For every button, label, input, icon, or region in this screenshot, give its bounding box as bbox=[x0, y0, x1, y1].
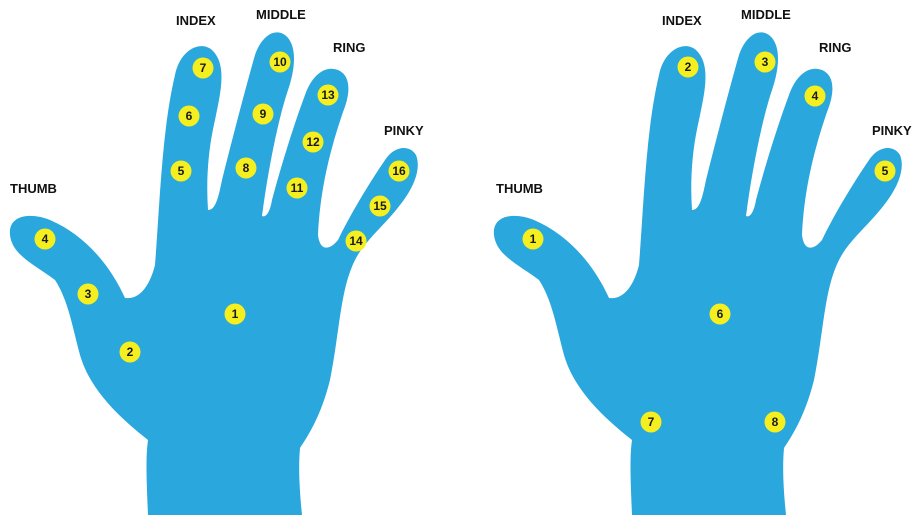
right-label-ring: RING bbox=[819, 40, 852, 55]
point-number: 10 bbox=[273, 55, 287, 69]
right-hand-point-1: 1 bbox=[523, 229, 544, 250]
left-hand-point-10: 10 bbox=[270, 52, 291, 73]
point-number: 7 bbox=[648, 415, 655, 429]
left-hand-point-4: 4 bbox=[35, 229, 56, 250]
left-hand-point-12: 12 bbox=[303, 132, 324, 153]
right-hand-point-3: 3 bbox=[755, 52, 776, 73]
left-hand-point-8: 8 bbox=[236, 158, 257, 179]
left-label-pinky: PINKY bbox=[384, 123, 424, 138]
right-label-thumb: THUMB bbox=[496, 181, 543, 196]
right-hand-point-8: 8 bbox=[765, 412, 786, 433]
point-number: 6 bbox=[186, 109, 193, 123]
point-number: 15 bbox=[373, 199, 387, 213]
point-number: 16 bbox=[392, 164, 406, 178]
point-number: 6 bbox=[717, 307, 724, 321]
left-hand-point-6: 6 bbox=[179, 106, 200, 127]
point-number: 3 bbox=[85, 287, 92, 301]
left-hand bbox=[10, 32, 418, 515]
point-number: 1 bbox=[530, 232, 537, 246]
point-number: 1 bbox=[232, 307, 239, 321]
left-hand-point-5: 5 bbox=[171, 161, 192, 182]
right-hand-point-2: 2 bbox=[678, 57, 699, 78]
left-hand-point-3: 3 bbox=[78, 284, 99, 305]
right-hand-point-7: 7 bbox=[641, 412, 662, 433]
point-number: 13 bbox=[321, 88, 335, 102]
left-hand-point-16: 16 bbox=[389, 161, 410, 182]
point-number: 11 bbox=[291, 181, 304, 195]
point-number: 7 bbox=[200, 61, 207, 75]
left-hand-point-13: 13 bbox=[318, 85, 339, 106]
left-hand-point-2: 2 bbox=[120, 342, 141, 363]
right-hand-point-6: 6 bbox=[710, 304, 731, 325]
right-hand bbox=[494, 32, 902, 515]
left-hand-point-9: 9 bbox=[253, 104, 274, 125]
left-hand-point-1: 1 bbox=[225, 304, 246, 325]
left-hand-point-7: 7 bbox=[193, 58, 214, 79]
right-hand-point-4: 4 bbox=[805, 86, 826, 107]
point-number: 4 bbox=[42, 232, 49, 246]
left-hand-shape bbox=[10, 32, 418, 515]
left-hand-point-11: 11 bbox=[287, 178, 308, 199]
point-number: 9 bbox=[260, 107, 267, 121]
right-hand-point-5: 5 bbox=[875, 161, 896, 182]
point-number: 4 bbox=[812, 89, 819, 103]
right-label-pinky: PINKY bbox=[872, 123, 912, 138]
left-label-ring: RING bbox=[333, 40, 366, 55]
left-hand-point-15: 15 bbox=[370, 196, 391, 217]
point-number: 14 bbox=[349, 234, 363, 248]
left-hand-point-14: 14 bbox=[346, 231, 367, 252]
point-number: 12 bbox=[306, 135, 320, 149]
point-number: 5 bbox=[178, 164, 185, 178]
point-number: 2 bbox=[127, 345, 134, 359]
point-number: 8 bbox=[772, 415, 779, 429]
point-number: 8 bbox=[243, 161, 250, 175]
left-label-index: INDEX bbox=[176, 13, 216, 28]
right-label-index: INDEX bbox=[662, 13, 702, 28]
point-number: 2 bbox=[685, 60, 692, 74]
left-label-middle: MIDDLE bbox=[256, 7, 306, 22]
point-number: 3 bbox=[762, 55, 769, 69]
right-finger-labels: THUMB INDEX MIDDLE RING PINKY bbox=[496, 7, 912, 196]
right-label-middle: MIDDLE bbox=[741, 7, 791, 22]
right-hand-shape bbox=[494, 32, 902, 515]
point-number: 5 bbox=[882, 164, 889, 178]
left-label-thumb: THUMB bbox=[10, 181, 57, 196]
